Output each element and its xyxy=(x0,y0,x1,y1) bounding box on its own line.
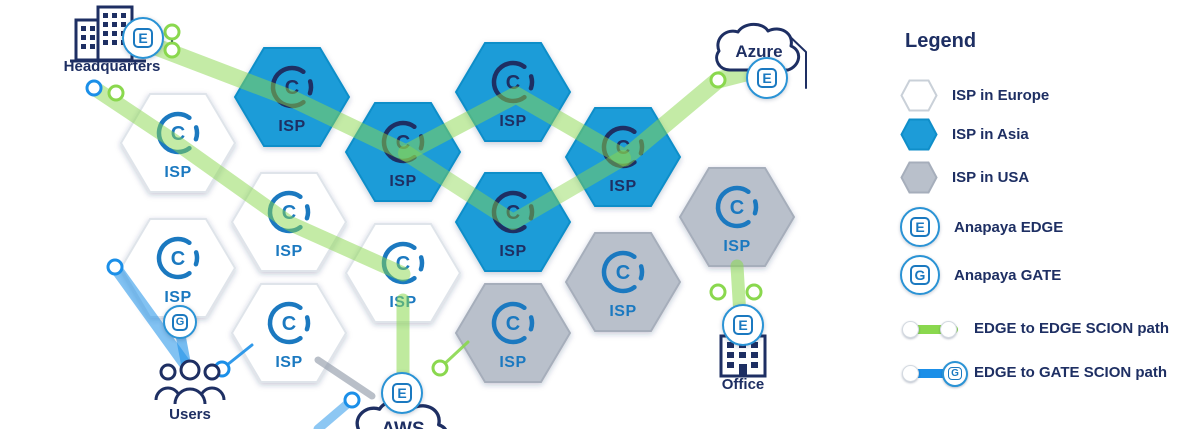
legend-item-isp-usa: ISP in USA xyxy=(900,161,1029,194)
gate-glyph: G xyxy=(909,265,931,285)
anapaya-edge-badge-headquarters: E xyxy=(122,17,164,59)
headquarters-icon xyxy=(70,4,166,69)
legend-label: EDGE to GATE SCION path xyxy=(974,364,1168,381)
junction-dot-blue xyxy=(85,79,103,97)
people-icon xyxy=(154,359,226,405)
cloud-icon: Azure xyxy=(715,22,800,72)
isp-hexagon-label: ISP xyxy=(499,113,526,130)
junction-dot-green xyxy=(431,359,449,377)
junction-dot-green xyxy=(745,283,763,301)
isp-hexagon-gray: C ISP xyxy=(564,232,682,332)
aws-label: AWS xyxy=(381,419,424,429)
scion-path-graybar xyxy=(314,356,376,400)
isp-hexagon-label: ISP xyxy=(164,164,191,181)
legend-label: Anapaya EDGE xyxy=(954,218,1064,236)
legend-title: Legend xyxy=(905,30,977,52)
headquarters-label: Headquarters xyxy=(63,58,161,75)
legend-label: Anapaya GATE xyxy=(954,266,1062,284)
edge-glyph: E xyxy=(757,68,777,88)
isp-hexagon-blue: C ISP xyxy=(454,172,572,272)
isp-logo-letter: C xyxy=(506,202,520,224)
edge-glyph: E xyxy=(733,315,753,335)
green-path-icon xyxy=(902,320,960,338)
scion-path-blue xyxy=(109,261,191,370)
anapaya-edge-badge-aws: E xyxy=(381,372,423,414)
gate-glyph: G xyxy=(948,367,962,380)
isp-hexagon-label: ISP xyxy=(275,354,302,371)
isp-logo-letter: C xyxy=(171,248,185,270)
isp-logo-ring xyxy=(715,185,759,229)
junction-dot-blue xyxy=(106,258,124,276)
gate-mini-icon: G xyxy=(942,360,968,387)
users-label: Users xyxy=(169,406,211,423)
isp-logo-ring xyxy=(491,301,535,345)
junction-dot-green xyxy=(163,41,181,59)
edge-glyph: E xyxy=(133,28,153,48)
gray-hexagon-icon xyxy=(900,161,938,194)
gate-glyph: G xyxy=(171,313,189,331)
isp-logo-ring xyxy=(267,301,311,345)
legend-item-edge-to-gate-path: G EDGE to GATE SCION path xyxy=(902,360,1168,387)
gate-badge-icon: G xyxy=(900,255,940,295)
isp-hexagon-label: ISP xyxy=(499,243,526,260)
isp-logo-ring xyxy=(156,236,200,280)
legend-item-edge-to-edge-path: EDGE to EDGE SCION path xyxy=(902,320,1170,338)
legend-item-anapaya-edge: E Anapaya EDGE xyxy=(900,207,1063,247)
anapaya-gate-badge: G xyxy=(163,305,197,339)
isp-logo-letter: C xyxy=(282,313,296,335)
office-label: Office xyxy=(721,376,765,393)
junction-dot-green xyxy=(163,23,181,41)
junction-dot-green xyxy=(709,71,727,89)
buildings-icon xyxy=(70,5,146,63)
legend-label: ISP in Asia xyxy=(952,126,1029,143)
isp-logo-ring xyxy=(601,250,645,294)
isp-logo-letter: C xyxy=(506,313,520,335)
blue-path-icon: G xyxy=(902,360,968,387)
isp-hexagon-label: ISP xyxy=(275,243,302,260)
edge-badge-icon: E xyxy=(900,207,940,247)
anapaya-edge-badge-azure: E xyxy=(746,57,788,99)
legend-label: ISP in USA xyxy=(952,169,1030,186)
legend-item-isp-europe: ISP in Europe xyxy=(900,79,1049,112)
anapaya-edge-badge-office: E xyxy=(722,304,764,346)
isp-hexagon-label: ISP xyxy=(278,118,305,135)
white-hexagon-icon xyxy=(900,79,938,112)
azure-cloud: Azure xyxy=(710,20,808,83)
azure-label: Azure xyxy=(735,42,782,61)
isp-hexagon-gray: C ISP xyxy=(678,167,796,267)
isp-hexagon-label: ISP xyxy=(609,178,636,195)
users-icon xyxy=(148,356,232,411)
scion-path-green xyxy=(86,80,411,282)
isp-logo-ring xyxy=(491,190,535,234)
scion-path-green xyxy=(398,145,631,230)
isp-hexagon-label: ISP xyxy=(609,303,636,320)
junction-dot-green xyxy=(709,283,727,301)
isp-logo-letter: C xyxy=(730,197,744,219)
blue-hexagon-icon xyxy=(900,118,938,151)
legend-label: EDGE to EDGE SCION path xyxy=(974,320,1170,337)
isp-hexagon-label: ISP xyxy=(164,289,191,306)
junction-dot-blue xyxy=(343,391,361,409)
isp-hexagon-gray: C ISP xyxy=(454,283,572,383)
legend-label: ISP in Europe xyxy=(952,87,1050,104)
isp-logo-ring xyxy=(601,125,645,169)
junction-dot-green xyxy=(107,84,125,102)
isp-logo-letter: C xyxy=(616,262,630,284)
isp-hexagon-label: ISP xyxy=(723,238,750,255)
edge-glyph: E xyxy=(392,383,412,403)
legend-item-anapaya-gate: G Anapaya GATE xyxy=(900,255,1061,295)
isp-hexagon-label: ISP xyxy=(499,354,526,371)
isp-hexagon-label: ISP xyxy=(389,173,416,190)
edge-glyph: E xyxy=(910,217,930,237)
legend-item-isp-asia: ISP in Asia xyxy=(900,118,1029,151)
